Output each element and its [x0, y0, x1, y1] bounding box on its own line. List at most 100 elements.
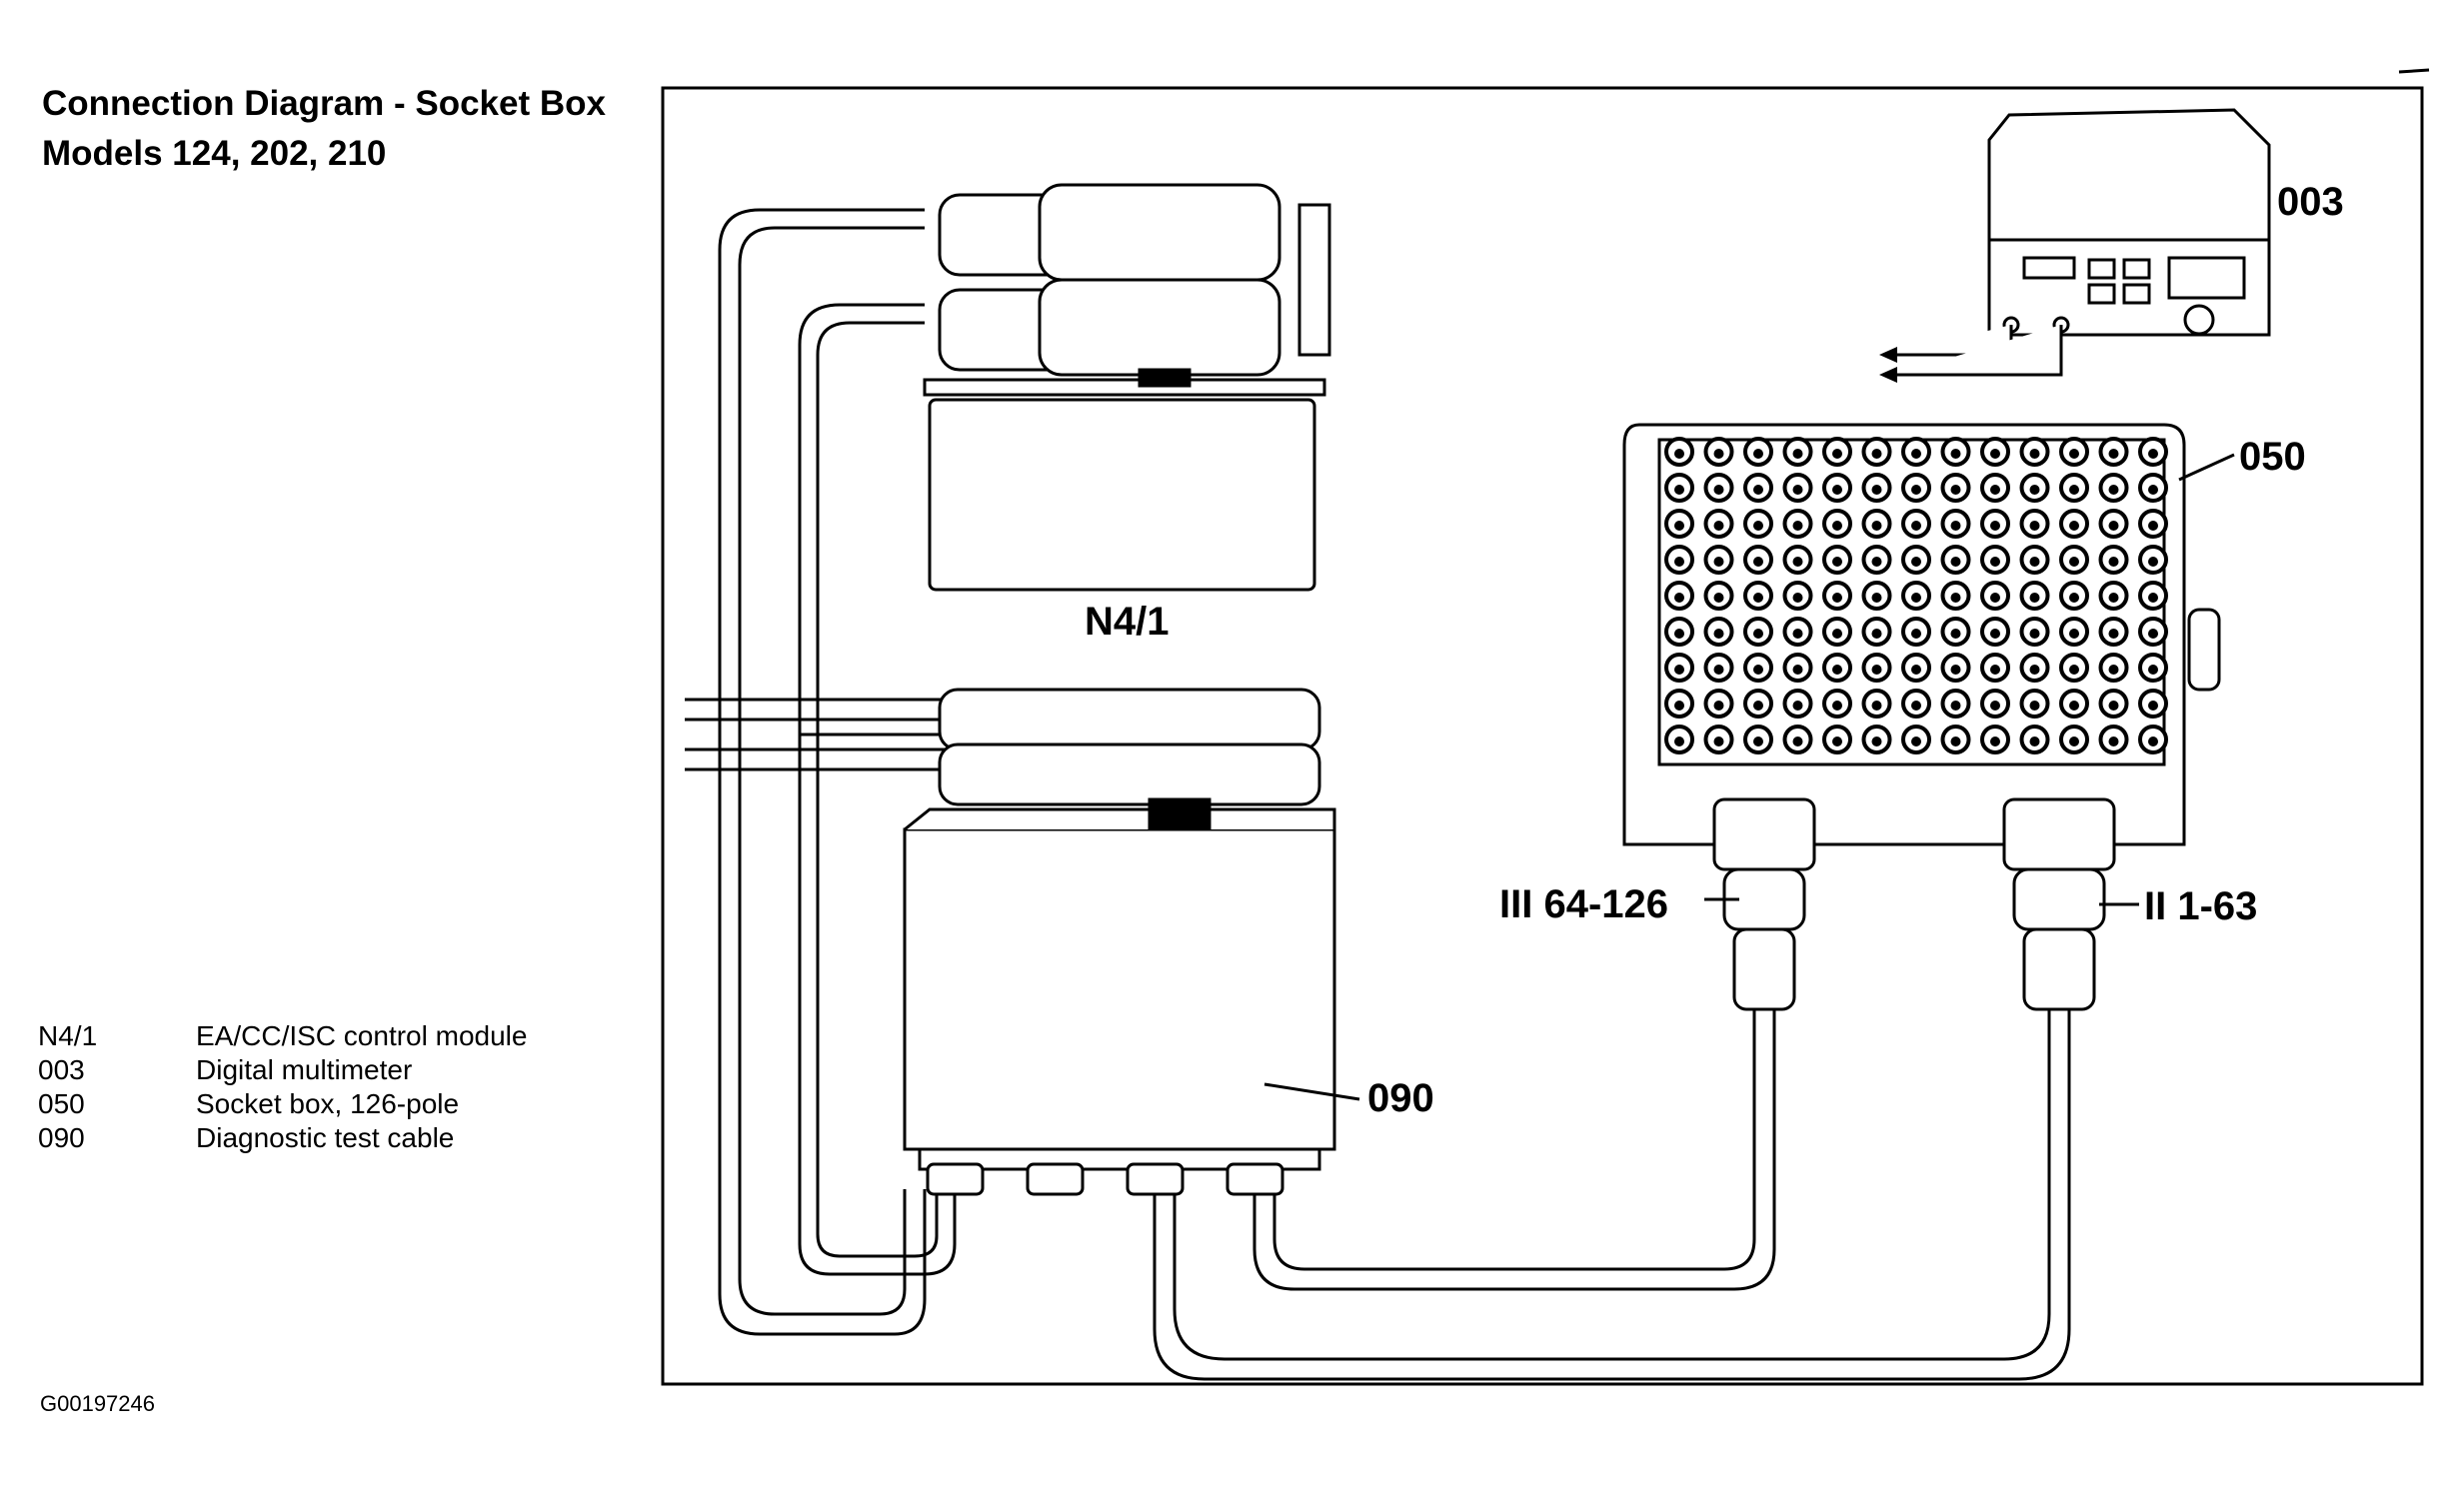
- socket-pin-hole: [2029, 593, 2040, 603]
- socket-pin-hole: [1713, 629, 1724, 639]
- socket-pin-hole: [1792, 449, 1803, 459]
- socket-pin-hole: [1674, 737, 1684, 746]
- socket-pin-hole: [1911, 665, 1921, 675]
- socket-pin-hole: [1990, 737, 2000, 746]
- legend-row: N4/1 EA/CC/ISC control module: [38, 1019, 527, 1053]
- socket-pin-hole: [2148, 521, 2158, 531]
- socket-pin-hole: [2108, 449, 2119, 459]
- legend-description: Socket box, 126-pole: [196, 1088, 460, 1119]
- legend-code: 050: [38, 1088, 85, 1119]
- socket-pin-hole: [2108, 593, 2119, 603]
- socket-pin-hole: [1990, 701, 2000, 711]
- socket-pin-hole: [1950, 449, 1961, 459]
- socket-pin-hole: [1713, 701, 1724, 711]
- socket-pin-hole: [1792, 521, 1803, 531]
- socket-pin-hole: [1753, 449, 1763, 459]
- socket-pin-hole: [1753, 701, 1763, 711]
- n41-control-module: [923, 183, 1331, 592]
- socket-pin-hole: [2029, 449, 2040, 459]
- socket-pin-hole: [1990, 557, 2000, 567]
- label-090: 090: [1367, 1076, 1434, 1120]
- connector-iii: [1712, 797, 1816, 1011]
- socket-pin-hole: [1713, 449, 1724, 459]
- socket-pin-hole: [1990, 449, 2000, 459]
- socket-pin-hole: [1832, 629, 1842, 639]
- legend-row: 050 Socket box, 126-pole: [38, 1087, 527, 1121]
- socket-pin-hole: [1871, 629, 1882, 639]
- socket-pin-hole: [2148, 449, 2158, 459]
- socket-pin-hole: [2029, 485, 2040, 495]
- label-connector-iii: III 64-126: [1499, 882, 1668, 926]
- socket-pin-hole: [2148, 485, 2158, 495]
- socket-pin-hole: [1832, 593, 1842, 603]
- socket-pin-hole: [1950, 665, 1961, 675]
- socket-pin-hole: [2029, 629, 2040, 639]
- socket-pin-hole: [1713, 521, 1724, 531]
- socket-pin-hole: [1832, 521, 1842, 531]
- socket-pin-hole: [1713, 593, 1724, 603]
- socket-pin-hole: [1990, 593, 2000, 603]
- socket-pin-hole: [1871, 449, 1882, 459]
- socket-pin-hole: [2148, 701, 2158, 711]
- socket-pin-hole: [1911, 629, 1921, 639]
- diagram-frame: [661, 86, 2424, 1386]
- legend-description: Diagnostic test cable: [196, 1122, 455, 1153]
- socket-pin-hole: [2069, 485, 2079, 495]
- socket-pin-hole: [2108, 557, 2119, 567]
- socket-pin-hole: [1674, 449, 1684, 459]
- socket-pin-hole: [2108, 665, 2119, 675]
- label-003: 003: [2277, 180, 2344, 224]
- socket-pin-hole: [1792, 593, 1803, 603]
- socket-pin-hole: [1753, 737, 1763, 746]
- socket-pin-hole: [1792, 629, 1803, 639]
- socket-pin-hole: [2069, 449, 2079, 459]
- socket-pin-hole: [1674, 701, 1684, 711]
- socket-pin-hole: [1871, 701, 1882, 711]
- socket-pin-hole: [2108, 701, 2119, 711]
- socket-pin-hole: [2148, 557, 2158, 567]
- socket-pin-hole: [1990, 665, 2000, 675]
- socket-pin-hole: [2069, 701, 2079, 711]
- socket-pin-hole: [1753, 485, 1763, 495]
- socket-pin-hole: [1832, 557, 1842, 567]
- socket-pin-hole: [2069, 521, 2079, 531]
- legend-row: 003 Digital multimeter: [38, 1053, 527, 1087]
- figure-id: G00197246: [40, 1391, 155, 1416]
- socket-pin-hole: [1674, 665, 1684, 675]
- socket-pin-hole: [2148, 629, 2158, 639]
- socket-pin-hole: [2029, 557, 2040, 567]
- socket-pin-hole: [1753, 593, 1763, 603]
- socket-pin-hole: [1753, 557, 1763, 567]
- socket-pin-hole: [1950, 593, 1961, 603]
- socket-pin-hole: [1674, 593, 1684, 603]
- legend-code: 090: [38, 1122, 85, 1153]
- legend-description: Digital multimeter: [196, 1054, 413, 1085]
- socket-pin-hole: [1674, 629, 1684, 639]
- socket-pin-hole: [2069, 557, 2079, 567]
- socket-pin-hole: [1753, 521, 1763, 531]
- socket-pin-hole: [1674, 557, 1684, 567]
- connector-ii: [2002, 797, 2116, 1011]
- socket-pin-hole: [1832, 449, 1842, 459]
- socket-pin-hole: [1950, 557, 1961, 567]
- socket-pin-hole: [2108, 629, 2119, 639]
- socket-pin-hole: [2069, 665, 2079, 675]
- socket-pin-hole: [1950, 629, 1961, 639]
- socket-pin-hole: [1950, 521, 1961, 531]
- socket-pin-hole: [1792, 701, 1803, 711]
- socket-pin-hole: [1871, 557, 1882, 567]
- socket-pin-hole: [1792, 557, 1803, 567]
- socket-pin-hole: [1792, 665, 1803, 675]
- socket-pin-hole: [2069, 737, 2079, 746]
- socket-pin-hole: [1832, 485, 1842, 495]
- diagnostic-cable-bundle: [685, 208, 2071, 1381]
- legend-code: N4/1: [38, 1020, 98, 1051]
- socket-pin-hole: [1990, 521, 2000, 531]
- label-n41: N4/1: [1085, 600, 1170, 644]
- socket-pin-grid: [1664, 437, 2168, 754]
- socket-pin-hole: [1911, 737, 1921, 746]
- socket-pin-hole: [1911, 485, 1921, 495]
- socket-pin-hole: [2148, 737, 2158, 746]
- socket-pin-hole: [1713, 665, 1724, 675]
